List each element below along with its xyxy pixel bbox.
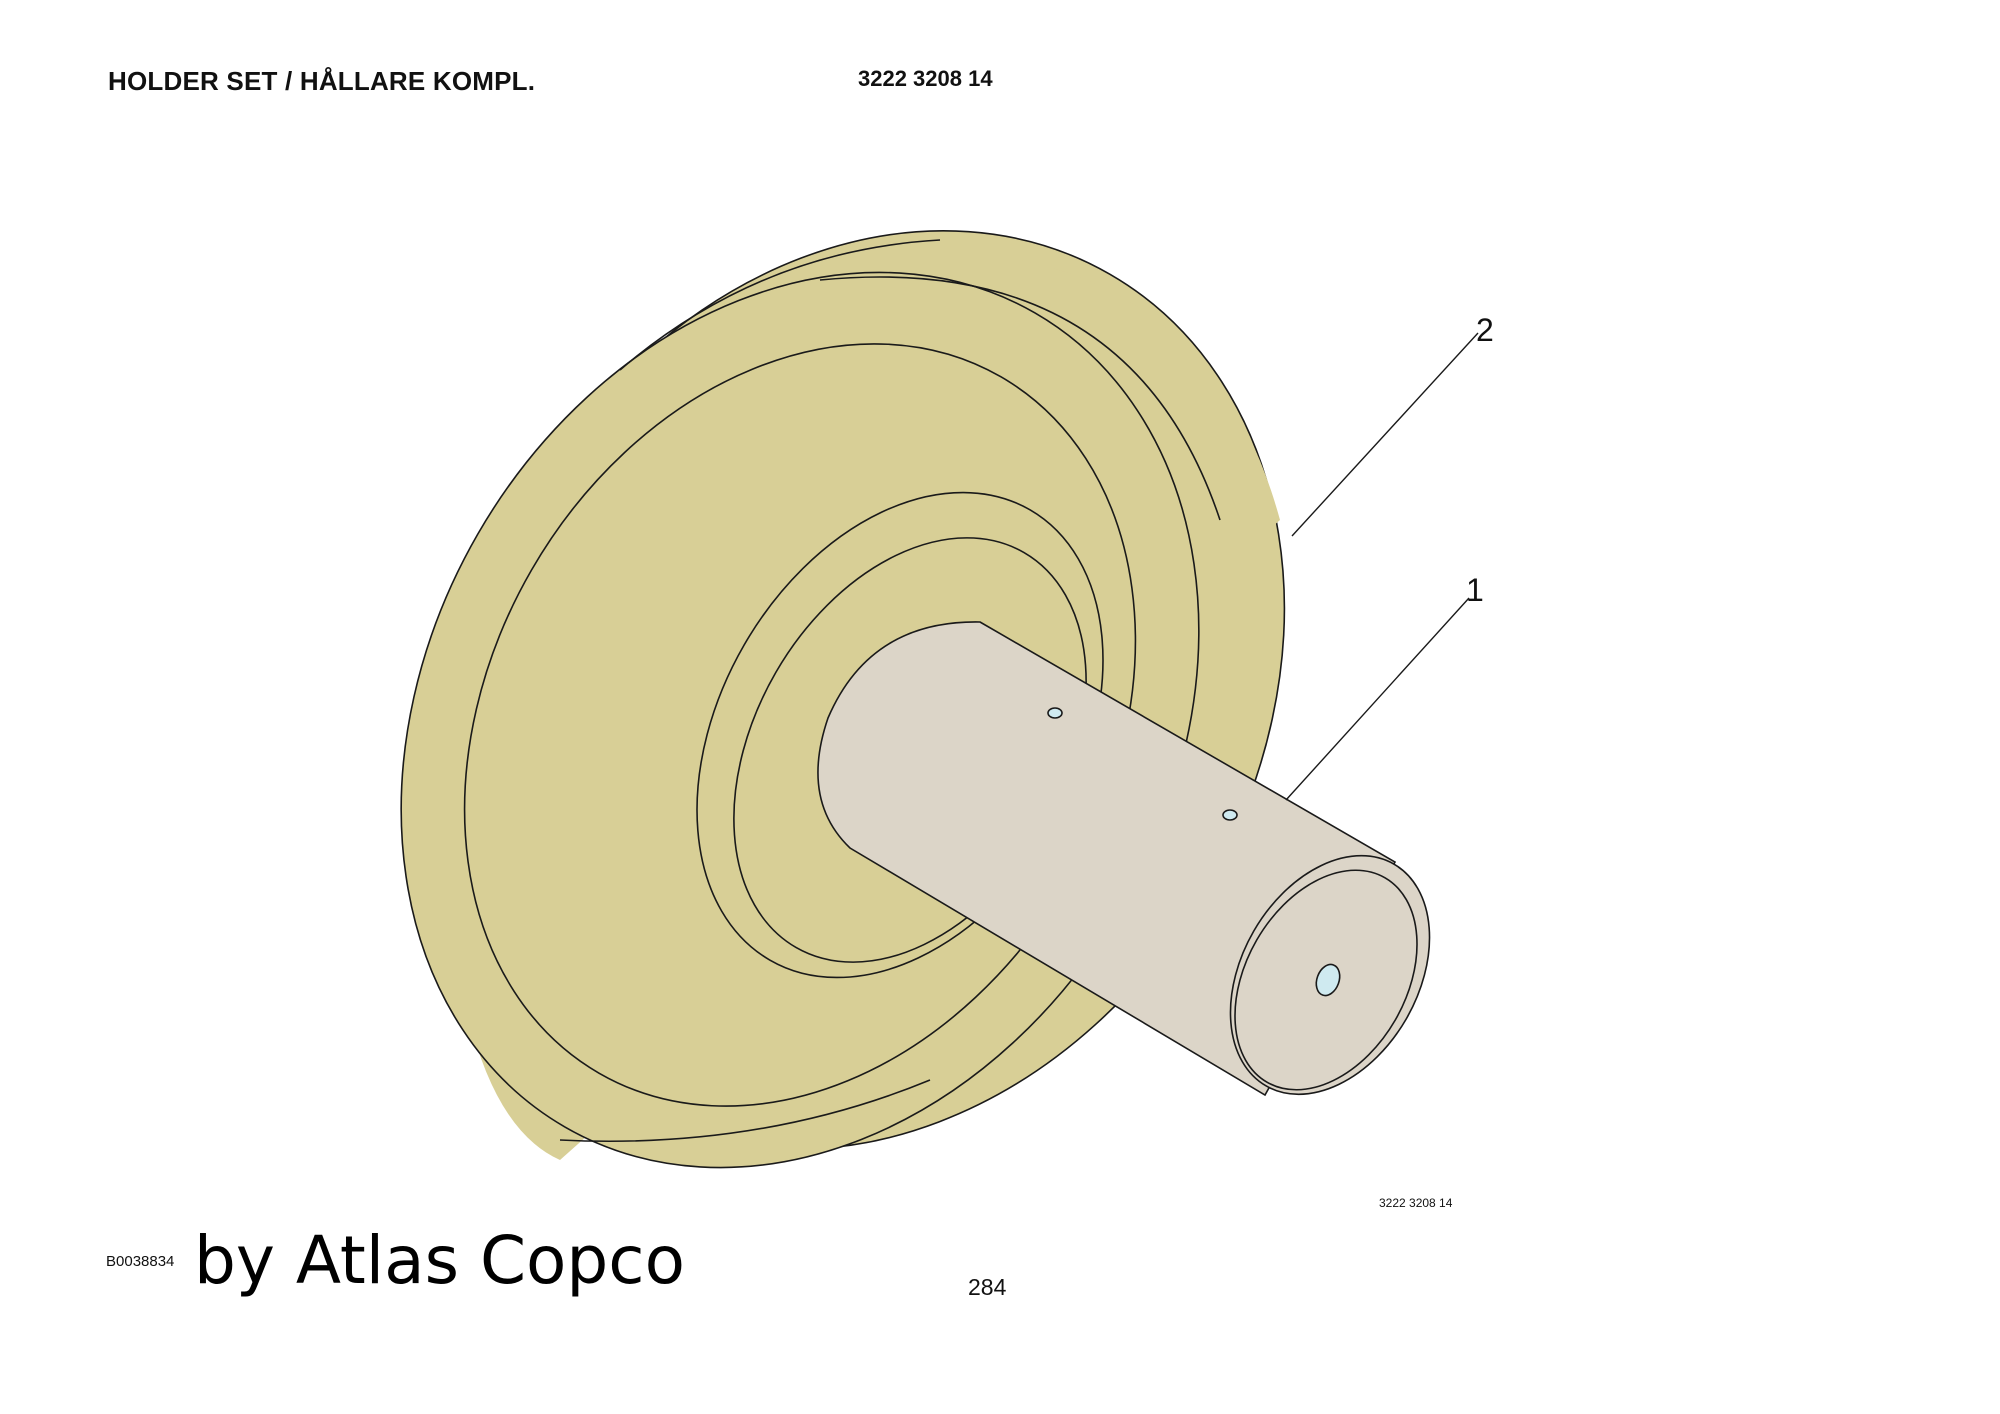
drawing-code: 3222 3208 14 xyxy=(1379,1196,1453,1210)
center-hole xyxy=(1315,963,1341,997)
shaft xyxy=(817,621,1431,1097)
page-number: 284 xyxy=(968,1274,1007,1300)
leader-lines xyxy=(1285,332,1479,801)
part-number-header: 3222 3208 14 xyxy=(858,66,993,91)
document-reference: B0038834 xyxy=(106,1253,175,1270)
leader-line-2 xyxy=(1291,332,1479,537)
callout-1: 1 xyxy=(1466,572,1484,608)
shaft-hole-1 xyxy=(1047,707,1063,719)
page-title: HOLDER SET / HÅLLARE KOMPL. xyxy=(108,66,536,96)
brand-watermark: by Atlas Copco xyxy=(194,1222,685,1299)
leader-line-1 xyxy=(1285,597,1470,801)
callout-2: 2 xyxy=(1476,312,1494,348)
shaft-hole-2 xyxy=(1222,809,1238,821)
